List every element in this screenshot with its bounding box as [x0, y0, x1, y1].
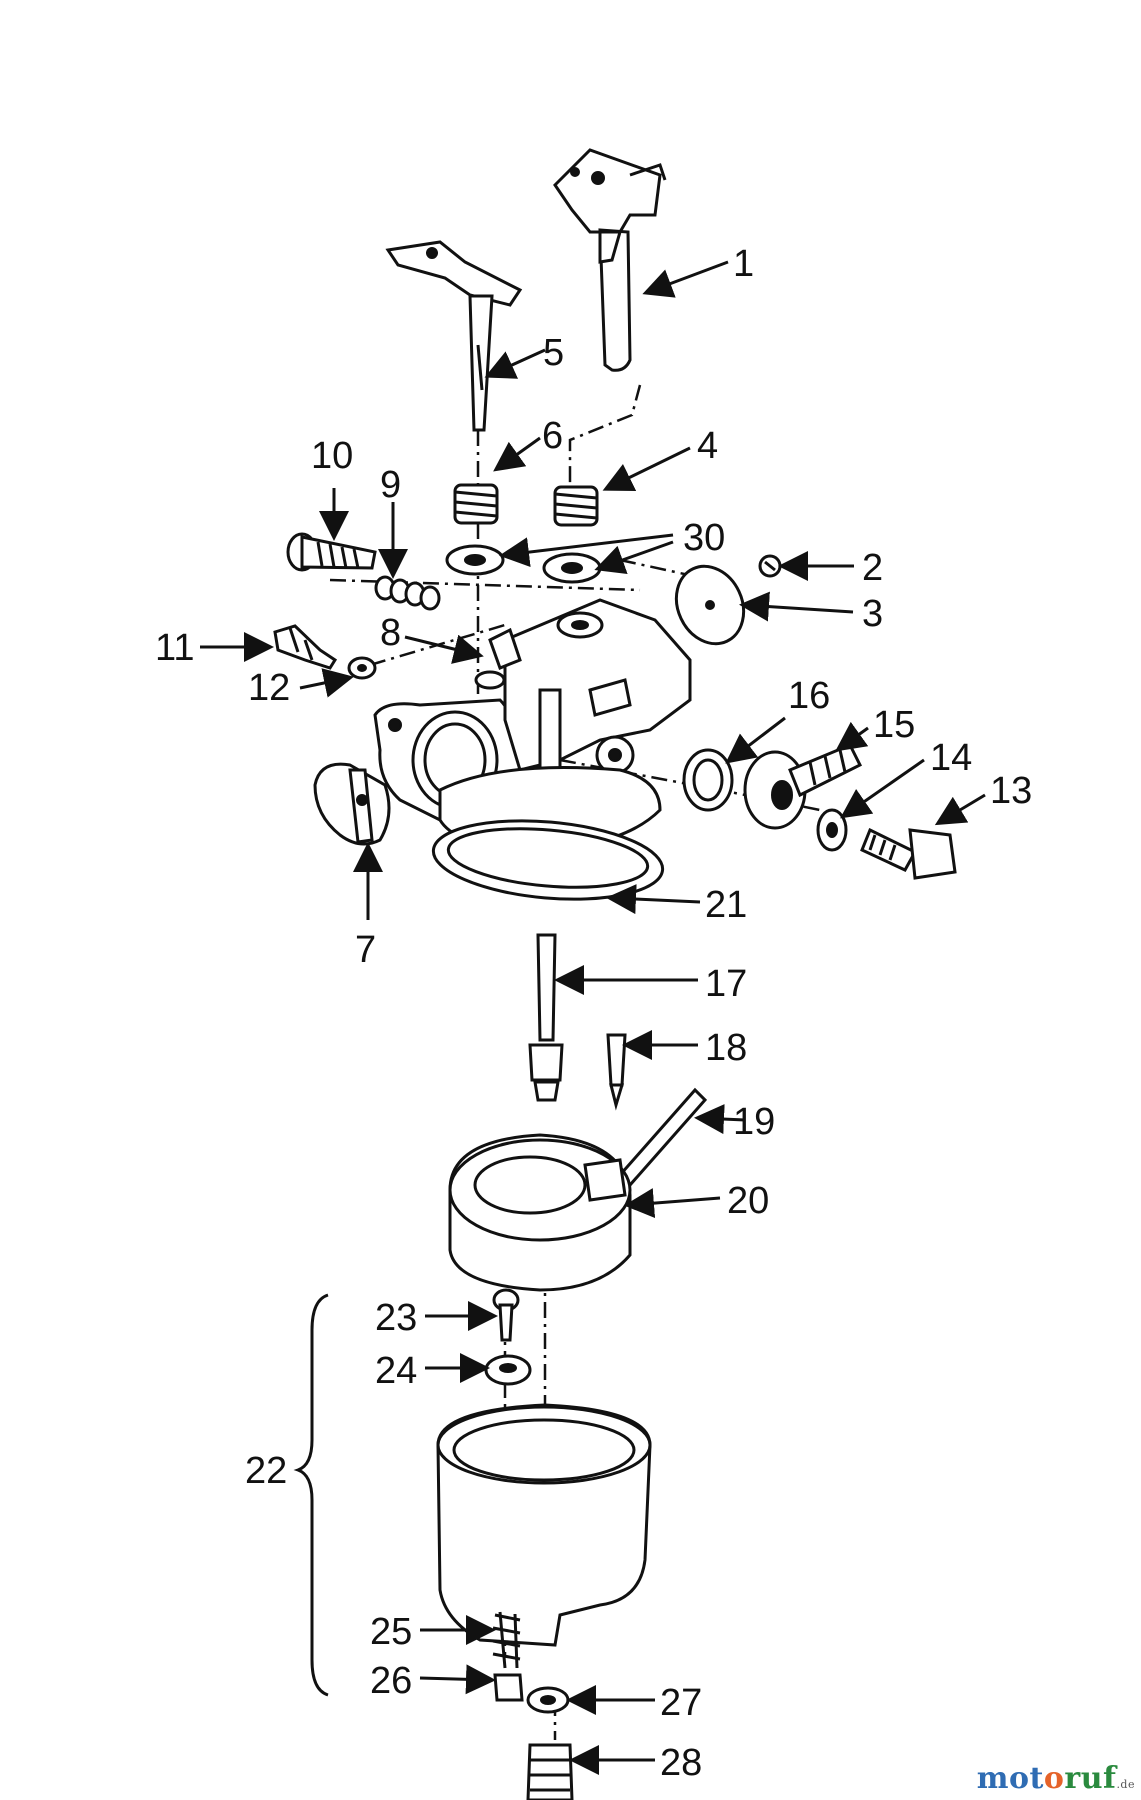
choke-lever-part-5 [385, 240, 523, 432]
washer-part-27 [526, 1686, 570, 1714]
bowl-gasket-part-21 [431, 819, 665, 901]
washer-part-24 [484, 1354, 532, 1386]
callout-19: 19 [733, 1101, 775, 1143]
watermark-part1: mot [976, 1761, 1044, 1796]
seal-part-26 [493, 1673, 524, 1702]
mixture-screw-part-11 [273, 624, 338, 670]
callout-22: 22 [245, 1450, 287, 1492]
choke-plate-part-7 [313, 762, 391, 846]
callout-7: 7 [355, 929, 376, 971]
screw-part-2 [758, 554, 782, 578]
callout-20: 20 [727, 1180, 769, 1222]
callout-2: 2 [862, 547, 883, 589]
callout-4: 4 [697, 425, 718, 467]
watermark-tld: .de [1116, 1778, 1135, 1791]
leader-lines [200, 260, 986, 1775]
callout-30: 30 [683, 517, 725, 559]
callout-14: 14 [930, 737, 972, 779]
callout-12: 12 [248, 667, 290, 709]
watermark-logo: motoruf.de [977, 1761, 1135, 1796]
callout-13: 13 [990, 770, 1032, 812]
callout-21: 21 [705, 884, 747, 926]
throttle-bracket-part-1 [553, 148, 667, 372]
spring-part-25 [492, 1611, 521, 1669]
callout-6: 6 [542, 415, 563, 457]
callout-17: 17 [705, 963, 747, 1005]
float-needle-part-18 [606, 1033, 627, 1111]
throttle-spring-part-4 [553, 485, 599, 527]
float-pin-part-19 [617, 1087, 708, 1188]
callout-18: 18 [705, 1027, 747, 1069]
callout-5: 5 [543, 332, 564, 374]
bowl-assembly-bracket-22 [293, 1293, 329, 1697]
watermark-part2: o [1043, 1761, 1065, 1796]
bolt-part-13 [860, 827, 957, 880]
drain-pin-part-23 [492, 1288, 520, 1342]
adjuster-part-15 [743, 743, 863, 830]
gasket-plate-part-3 [674, 564, 746, 646]
callout-11: 11 [155, 627, 194, 669]
washer-part-14 [816, 808, 848, 852]
idle-spring-part-9 [374, 575, 441, 611]
float-bowl [436, 1403, 652, 1647]
watermark-part3: ruf [1064, 1761, 1117, 1796]
o-ring-part-16 [682, 748, 734, 812]
callout-3: 3 [862, 593, 883, 635]
callout-1: 1 [733, 243, 754, 285]
carburetor-body [373, 598, 692, 892]
callout-24: 24 [375, 1350, 417, 1392]
callout-25: 25 [370, 1611, 412, 1653]
callout-16: 16 [788, 675, 830, 717]
choke-spring-part-6 [453, 483, 499, 525]
idle-screw-part-10 [286, 532, 377, 572]
nozzle-part-17 [528, 933, 564, 1102]
callout-27: 27 [660, 1682, 702, 1724]
callout-26: 26 [370, 1660, 412, 1702]
o-ring-part-12 [347, 656, 377, 680]
callout-28: 28 [660, 1742, 702, 1784]
callout-23: 23 [375, 1297, 417, 1339]
float-part-20 [448, 1133, 632, 1292]
callout-9: 9 [380, 464, 401, 506]
callout-15: 15 [873, 704, 915, 746]
callout-labels: 1 2 3 4 5 6 7 8 9 10 11 12 13 14 15 16 1… [155, 243, 1032, 1784]
callout-10: 10 [311, 435, 353, 477]
bowl-nut-part-28 [526, 1743, 574, 1800]
callout-8: 8 [380, 612, 401, 654]
